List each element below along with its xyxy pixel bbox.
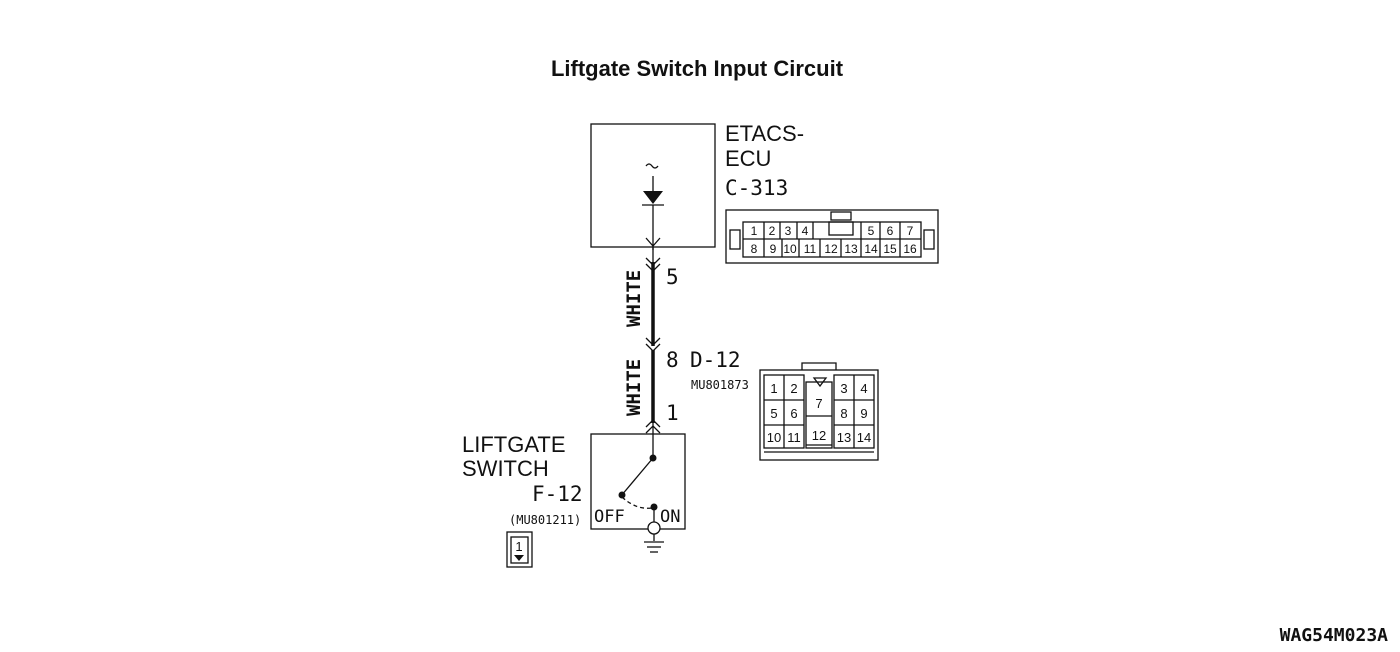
d12-key-triangle-icon <box>812 377 828 388</box>
d12-pin: 7 <box>815 396 822 411</box>
d12-pin: 14 <box>857 430 871 445</box>
switch-name-line2: SWITCH <box>462 456 549 481</box>
c313-pin: 11 <box>804 242 817 256</box>
d12-pin: 4 <box>860 381 867 396</box>
c313-pin: 15 <box>883 242 897 256</box>
c313-pin: 10 <box>783 242 797 256</box>
d12-pin: 6 <box>790 406 797 421</box>
pin-number-junction-lower: 1 <box>666 401 679 425</box>
d12-pin: 8 <box>840 406 847 421</box>
c313-pin: 9 <box>770 242 777 256</box>
etacs-name-line1: ETACS- <box>725 121 804 146</box>
switch-connector-label: F-12 <box>532 482 583 506</box>
pin-number-junction-upper: 8 <box>666 348 679 372</box>
c313-pin: 13 <box>844 242 858 256</box>
figure-code: WAG54M023A <box>1280 625 1389 646</box>
wire-color-upper: WHITE <box>623 270 645 327</box>
etacs-ecu: ETACS- ECU C-313 <box>590 121 804 250</box>
switch-arm <box>620 457 654 497</box>
c313-pin: 8 <box>751 242 758 256</box>
liftgate-switch: LIFTGATE SWITCH F-12 (MU801211) OFF ON 1 <box>462 432 686 568</box>
terminal-8-chevron-icon <box>645 337 661 346</box>
switch-name-line1: LIFTGATE <box>462 432 566 457</box>
f12-connector-face: 1 <box>506 531 533 568</box>
d12-connector: D-12 MU801873 1 2 3 4 5 6 7 8 9 10 11 12… <box>690 348 879 461</box>
c313-connector-face: 1 2 3 4 5 6 7 8 9 10 11 12 13 14 15 16 <box>725 209 939 264</box>
d12-connector-label: D-12 <box>690 348 741 372</box>
d12-pin: 5 <box>770 406 777 421</box>
f12-pin: 1 <box>515 539 522 554</box>
c313-pin: 14 <box>864 242 878 256</box>
c313-pin: 3 <box>785 224 792 238</box>
d12-part-number: MU801873 <box>691 378 749 392</box>
ecu-terminal-arrow-icon <box>645 237 661 247</box>
switch-off-label: OFF <box>594 507 625 527</box>
d12-pin: 3 <box>840 381 847 396</box>
d12-pin: 2 <box>790 381 797 396</box>
c313-pin: 2 <box>769 224 776 238</box>
d12-pin: 12 <box>812 428 826 443</box>
d12-pin: 10 <box>767 430 781 445</box>
terminal-5-chevron-icon <box>645 257 661 266</box>
c313-pin: 5 <box>868 224 875 238</box>
diode-icon <box>643 191 663 204</box>
switch-on-label: ON <box>660 507 680 527</box>
c313-pin: 16 <box>903 242 917 256</box>
c313-pin: 1 <box>751 224 758 238</box>
ground-icon <box>644 541 664 553</box>
c313-pin: 7 <box>907 224 914 238</box>
pin-number-ecu: 5 <box>666 265 679 289</box>
f12-key-arrow-icon <box>514 555 524 561</box>
d12-pin: 13 <box>837 430 851 445</box>
switch-part-number: (MU801211) <box>509 513 581 527</box>
diagram-title: Liftgate Switch Input Circuit <box>551 56 844 81</box>
c313-pin: 12 <box>824 242 838 256</box>
c313-pin: 4 <box>802 224 809 238</box>
d12-pin: 9 <box>860 406 867 421</box>
d12-pin: 11 <box>787 430 801 445</box>
switch-box <box>590 433 686 530</box>
wire-harness: WHITE WHITE 5 8 1 <box>623 247 679 434</box>
wire-color-lower: WHITE <box>623 359 645 416</box>
terminal-1-chevron-icon <box>645 419 661 428</box>
etacs-name-line2: ECU <box>725 146 771 171</box>
tilde-icon <box>645 163 659 169</box>
ground-terminal-icon <box>647 521 661 535</box>
d12-pin: 1 <box>770 381 777 396</box>
c313-pin: 6 <box>887 224 894 238</box>
etacs-connector-label: C-313 <box>725 176 788 200</box>
